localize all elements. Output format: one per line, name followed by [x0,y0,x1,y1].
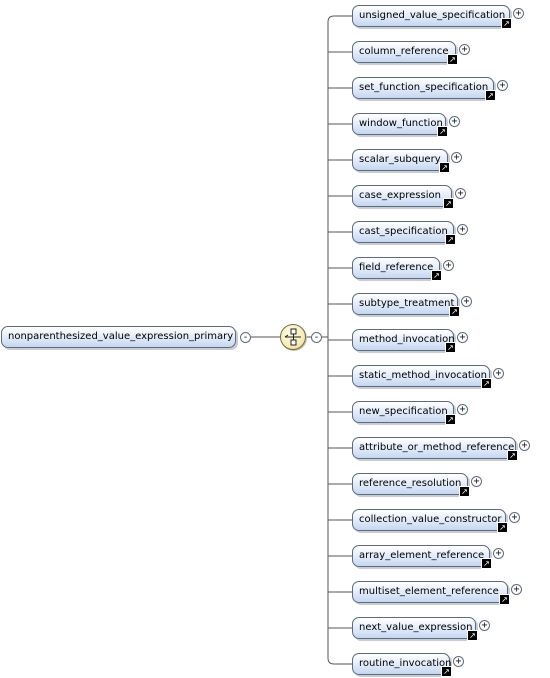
child-element-node[interactable]: reference_resolution↗ [352,473,470,497]
reference-arrow-icon: ↗ [467,630,478,641]
child-element-node[interactable]: case_expression↗ [352,185,454,209]
reference-arrow-icon: ↗ [449,306,460,317]
reference-arrow-icon: ↗ [481,558,492,569]
expand-plus-icon[interactable]: + [493,368,504,379]
reference-arrow-icon: ↗ [443,198,454,209]
child-element-label: method_invocation [359,334,455,345]
child-element-label: static_method_invocation [359,370,488,381]
child-element-node[interactable]: multiset_element_reference↗ [352,581,510,605]
child-element-label: new_specification [359,406,448,417]
expand-plus-icon[interactable]: + [497,80,508,91]
connector-corner [327,15,352,665]
expand-plus-icon[interactable]: + [471,476,482,487]
expand-plus-icon[interactable]: + [459,44,470,55]
child-element-node[interactable]: static_method_invocation↗ [352,365,492,389]
child-element-node[interactable]: column_reference↗ [352,41,458,65]
reference-arrow-icon: ↗ [485,90,496,101]
child-element-node[interactable]: set_function_specification↗ [352,77,496,101]
reference-arrow-icon: ↗ [445,414,456,425]
child-element-node[interactable]: next_value_expression↗ [352,617,478,641]
child-element-label: window_function [359,118,443,129]
child-element-label: unsigned_value_specification [359,10,506,21]
expand-plus-icon[interactable]: + [451,152,462,163]
child-element-node[interactable]: array_element_reference↗ [352,545,492,569]
child-element-label: next_value_expression [359,622,473,633]
child-element-node[interactable]: routine_invocation↗ [352,653,452,677]
child-element-node[interactable]: subtype_treatment↗ [352,293,460,317]
expand-plus-icon[interactable]: + [479,620,490,631]
expand-plus-icon[interactable]: + [457,404,468,415]
reference-arrow-icon: ↗ [437,126,448,137]
child-element-label: scalar_subquery [359,154,441,165]
reference-arrow-icon: ↗ [439,162,450,173]
choice-symbol-icon [284,328,301,346]
expand-plus-icon[interactable]: + [461,296,472,307]
child-element-label: column_reference [359,46,449,57]
child-element-label: array_element_reference [359,550,485,561]
root-element-label: nonparenthesized_value_expression_primar… [8,331,234,342]
child-element-label: routine_invocation [359,658,452,669]
collapse-minus-icon[interactable]: - [311,332,322,343]
reference-arrow-icon: ↗ [447,54,458,65]
expand-plus-icon[interactable]: + [509,512,520,523]
child-element-node[interactable]: field_reference↗ [352,257,442,281]
child-element-node[interactable]: scalar_subquery↗ [352,149,450,173]
expand-plus-icon[interactable]: + [457,224,468,235]
child-element-node[interactable]: window_function↗ [352,113,448,137]
child-element-label: collection_value_constructor [359,514,502,525]
child-element-node[interactable]: attribute_or_method_reference↗ [352,437,518,461]
child-element-node[interactable]: cast_specification↗ [352,221,456,245]
root-element-node[interactable]: nonparenthesized_value_expression_primar… [1,326,236,348]
reference-arrow-icon: ↗ [481,378,492,389]
reference-arrow-icon: ↗ [497,522,508,533]
child-element-label: attribute_or_method_reference [359,442,515,453]
choice-compositor-icon[interactable] [280,324,306,350]
expand-plus-icon[interactable]: + [513,8,524,19]
expand-plus-icon[interactable]: + [453,656,464,667]
child-element-label: reference_resolution [359,478,462,489]
child-element-label: set_function_specification [359,82,489,93]
child-element-node[interactable]: collection_value_constructor↗ [352,509,508,533]
child-element-label: case_expression [359,190,441,201]
child-element-label: subtype_treatment [359,298,455,309]
reference-arrow-icon: ↗ [445,234,456,245]
child-element-label: field_reference [359,262,434,273]
child-element-label: multiset_element_reference [359,586,499,597]
reference-arrow-icon: ↗ [499,594,510,605]
child-element-node[interactable]: new_specification↗ [352,401,456,425]
child-element-node[interactable]: method_invocation↗ [352,329,456,353]
reference-arrow-icon: ↗ [459,486,470,497]
expand-plus-icon[interactable]: + [455,188,466,199]
reference-arrow-icon: ↗ [431,270,442,281]
expand-plus-icon[interactable]: + [443,260,454,271]
expand-plus-icon[interactable]: + [519,440,530,451]
reference-arrow-icon: ↗ [507,450,518,461]
reference-arrow-icon: ↗ [501,18,512,29]
expand-plus-icon[interactable]: + [457,332,468,343]
collapse-minus-icon[interactable]: - [240,332,251,343]
child-element-node[interactable]: unsigned_value_specification↗ [352,5,512,29]
reference-arrow-icon: ↗ [445,342,456,353]
expand-plus-icon[interactable]: + [493,548,504,559]
expand-plus-icon[interactable]: + [511,584,522,595]
reference-arrow-icon: ↗ [441,666,452,677]
expand-plus-icon[interactable]: + [449,116,460,127]
child-element-label: cast_specification [359,226,448,237]
